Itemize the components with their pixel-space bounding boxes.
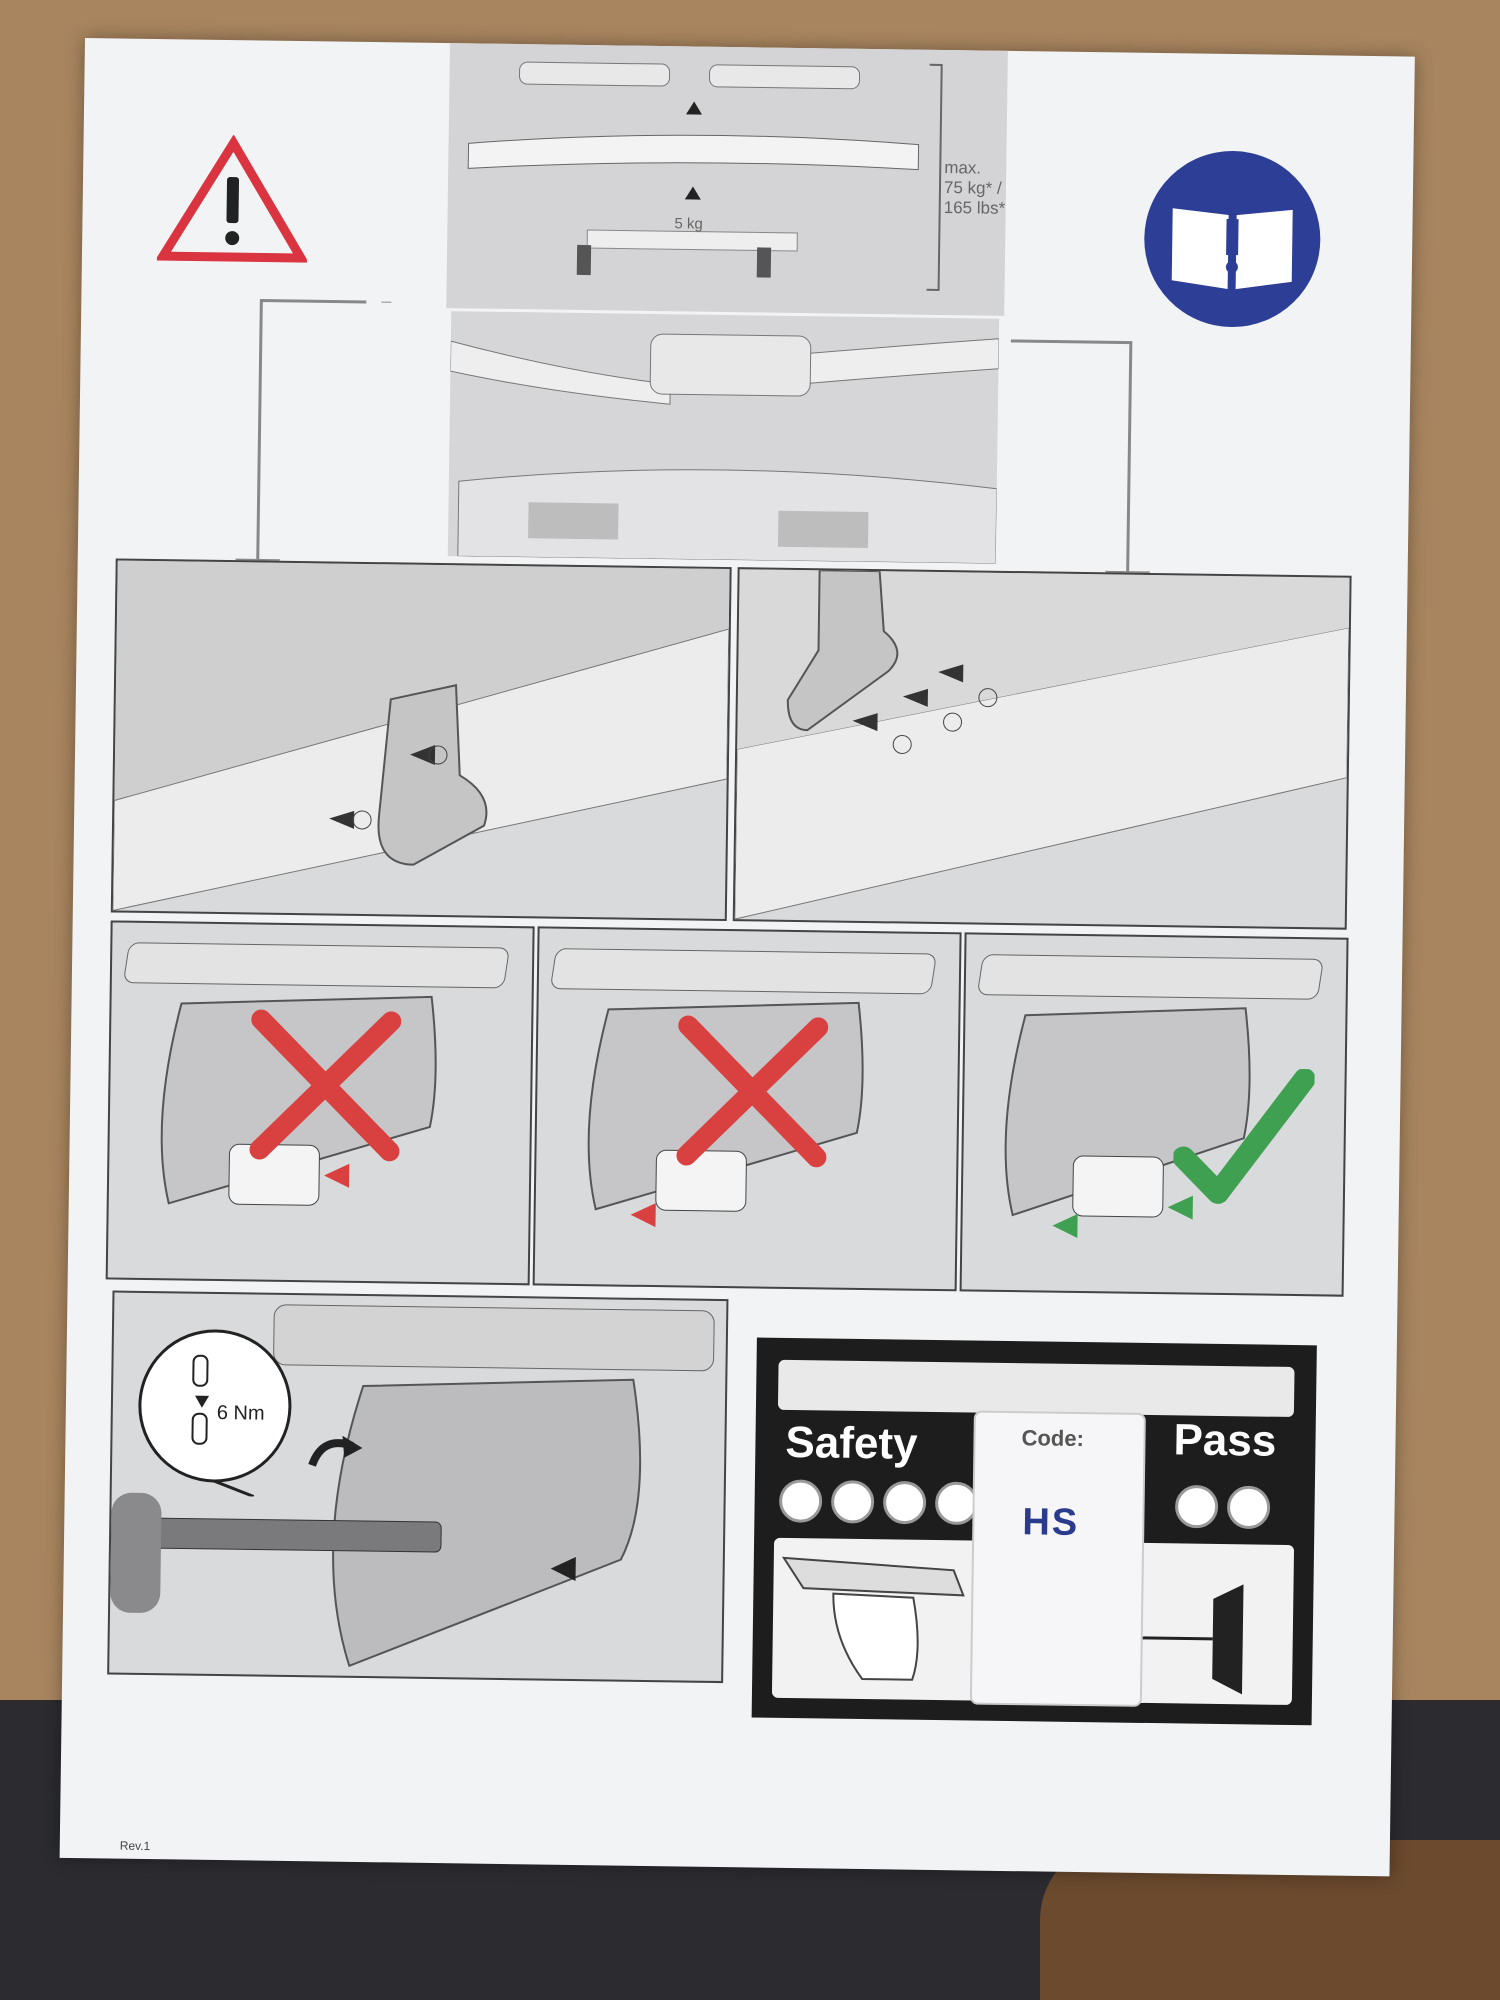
warning-triangle-icon <box>156 134 309 263</box>
code-value: HS <box>1022 1501 1080 1545</box>
torque-value: 6 Nm <box>216 1401 265 1425</box>
foot-attach-drawing-right <box>734 569 1350 920</box>
fit-panel-wrong-2 <box>532 926 962 1292</box>
cross-mark-icon <box>676 1015 829 1168</box>
fit-panel-correct <box>959 932 1349 1297</box>
foot-install-panel-left <box>110 558 732 922</box>
safety-title-bar <box>777 1359 1295 1418</box>
small-weight-label: 5 kg <box>674 215 703 233</box>
dial-row <box>779 1479 1271 1529</box>
code-label: Code: <box>1021 1425 1085 1452</box>
foot-install-panel-right <box>732 567 1352 930</box>
max-load-label: max. 75 kg* / 165 lbs* <box>943 158 1006 218</box>
code-card: Code: HS <box>969 1410 1146 1707</box>
fit-panel-wrong-1 <box>105 920 535 1286</box>
rack-foot-thumbnail-drawing <box>781 1556 1244 1695</box>
rack-foot-thumbnail <box>771 1537 1295 1706</box>
torque-drawing <box>110 1304 715 1668</box>
revision-label: Rev.1 <box>119 1838 151 1854</box>
car-roof-panel <box>447 311 1000 564</box>
check-mark-icon <box>1172 1068 1315 1204</box>
roof-rack-drawing <box>467 61 943 291</box>
car-roof-drawing <box>449 333 1000 564</box>
pass-word: Pass <box>1173 1415 1277 1466</box>
instruction-sheet: max. 75 kg* / 165 lbs* 5 kg <box>59 38 1415 1877</box>
foot-attach-drawing-left <box>112 560 730 912</box>
safety-pass-card: Safety Pass Code: HS <box>751 1337 1317 1726</box>
torque-callout-circle <box>138 1329 292 1498</box>
fit-drawing-correct <box>978 954 1323 1238</box>
cross-mark-icon <box>249 1009 402 1162</box>
load-diagram-panel: max. 75 kg* / 165 lbs* 5 kg <box>446 43 1008 316</box>
safety-word: Safety <box>785 1417 918 1469</box>
read-manual-icon <box>1144 151 1321 328</box>
torque-panel: 6 Nm <box>107 1290 729 1684</box>
